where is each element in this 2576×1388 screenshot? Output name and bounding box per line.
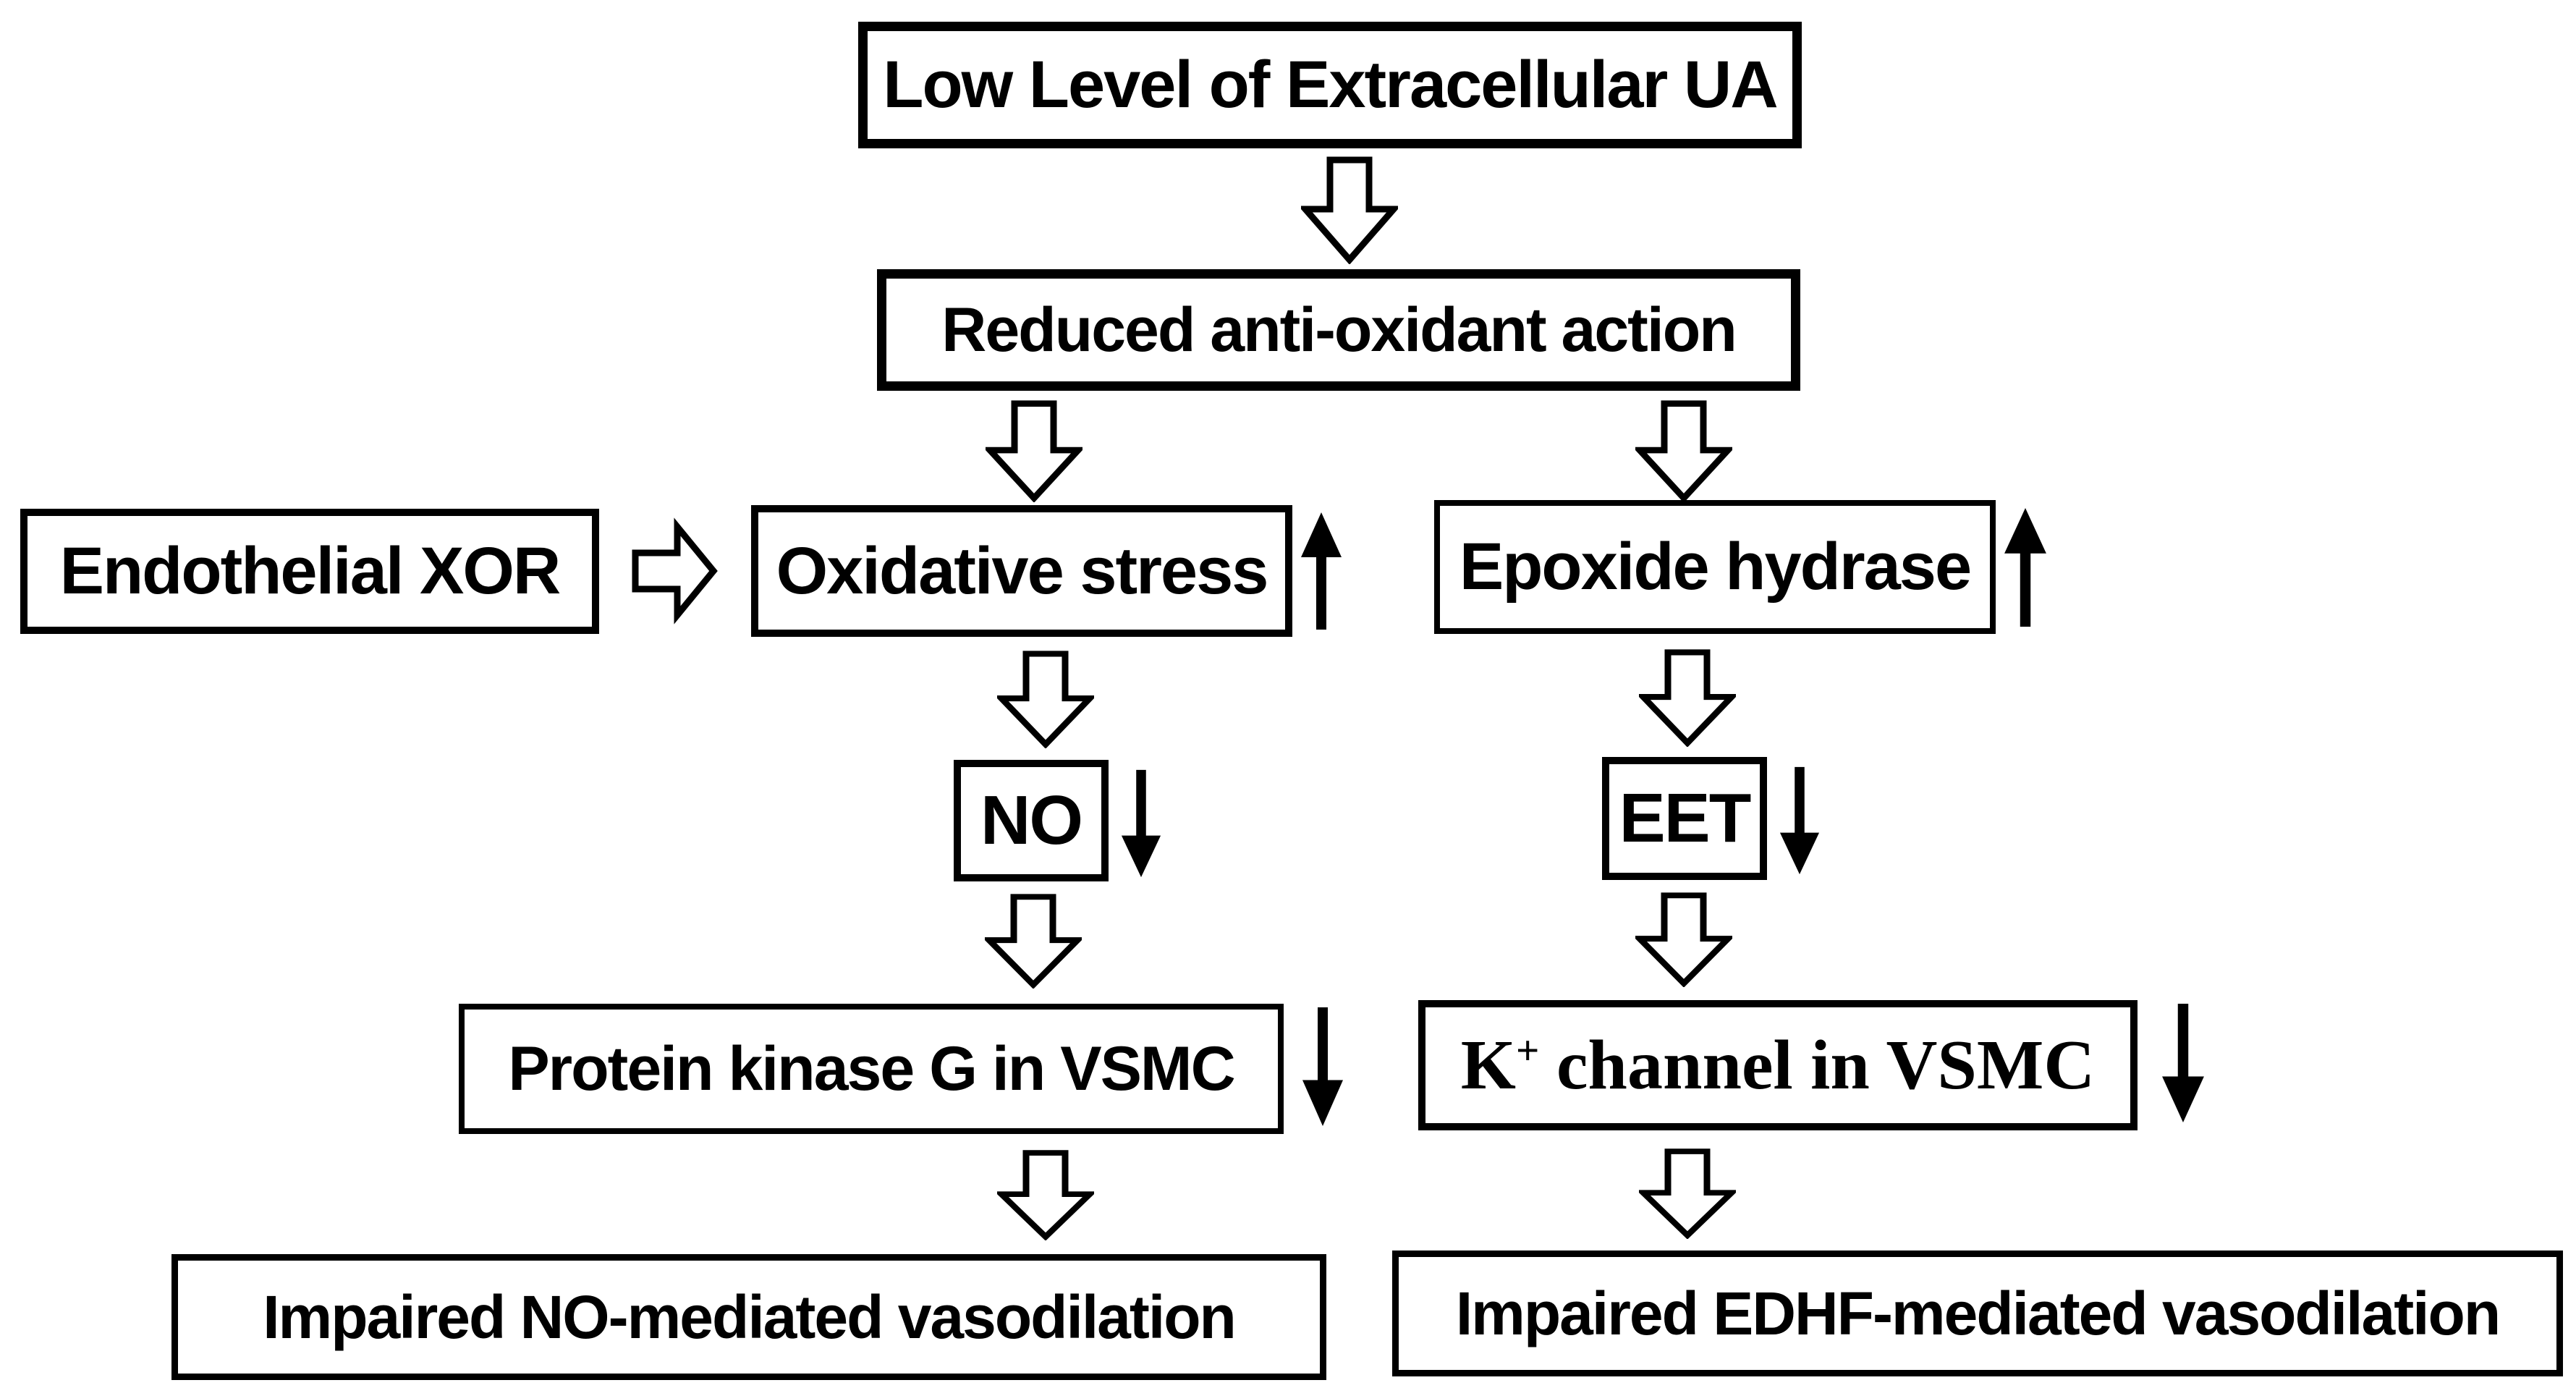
node-k-channel: K+ channel in VSMC xyxy=(1418,1000,2138,1130)
increase-arrow-icon xyxy=(1300,511,1343,631)
node-impaired-edhf-vasodilation: Impaired EDHF-mediated vasodilation xyxy=(1392,1251,2563,1376)
decrease-arrow-icon xyxy=(1120,769,1162,879)
flow-arrow-down-icon xyxy=(1639,1148,1736,1239)
flow-arrow-down-icon xyxy=(997,1149,1094,1240)
flow-arrow-down-icon xyxy=(1635,892,1732,987)
flow-arrow-down-icon xyxy=(1301,156,1398,264)
node-k-channel-rest: channel in VSMC xyxy=(1556,1026,2096,1104)
node-k-channel-superscript: + xyxy=(1516,1028,1540,1074)
node-protein-kinase-g-label: Protein kinase G in VSMC xyxy=(508,1033,1235,1104)
node-epoxide-hydrase-label: Epoxide hydrase xyxy=(1459,530,1972,604)
node-no: NO xyxy=(954,760,1109,881)
node-low-extracellular-ua-label: Low Level of Extracellular UA xyxy=(883,48,1778,122)
node-no-label: NO xyxy=(980,782,1083,859)
node-reduced-antioxidant-action-label: Reduced anti-oxidant action xyxy=(941,295,1737,365)
node-endothelial-xor-label: Endothelial XOR xyxy=(59,534,562,608)
node-impaired-no-vasodilation-label: Impaired NO-mediated vasodilation xyxy=(263,1282,1237,1351)
flow-arrow-down-icon xyxy=(997,650,1094,748)
node-k-channel-label: K+ channel in VSMC xyxy=(1461,1025,2095,1106)
flow-arrow-down-icon xyxy=(985,893,1082,989)
node-protein-kinase-g: Protein kinase G in VSMC xyxy=(459,1004,1284,1134)
node-oxidative-stress: Oxidative stress xyxy=(751,505,1292,637)
flow-arrow-down-icon xyxy=(1639,648,1736,747)
node-epoxide-hydrase: Epoxide hydrase xyxy=(1434,500,1996,634)
node-k-channel-base: K xyxy=(1460,1026,1517,1104)
node-oxidative-stress-label: Oxidative stress xyxy=(776,533,1269,608)
decrease-arrow-icon xyxy=(1779,766,1821,876)
node-low-extracellular-ua: Low Level of Extracellular UA xyxy=(858,22,1802,148)
decrease-arrow-icon xyxy=(2161,1002,2206,1124)
node-reduced-antioxidant-action: Reduced anti-oxidant action xyxy=(877,269,1800,391)
flow-arrow-right-icon xyxy=(631,511,718,631)
decrease-arrow-icon xyxy=(1301,1006,1344,1127)
node-endothelial-xor: Endothelial XOR xyxy=(20,509,599,634)
flow-arrow-down-icon xyxy=(1635,399,1732,502)
increase-arrow-icon xyxy=(2003,507,2048,628)
node-eet-label: EET xyxy=(1619,779,1752,857)
flow-arrow-down-icon xyxy=(986,399,1082,502)
node-impaired-edhf-vasodilation-label: Impaired EDHF-mediated vasodilation xyxy=(1455,1279,2501,1347)
node-eet: EET xyxy=(1602,757,1767,880)
node-impaired-no-vasodilation: Impaired NO-mediated vasodilation xyxy=(171,1254,1326,1380)
